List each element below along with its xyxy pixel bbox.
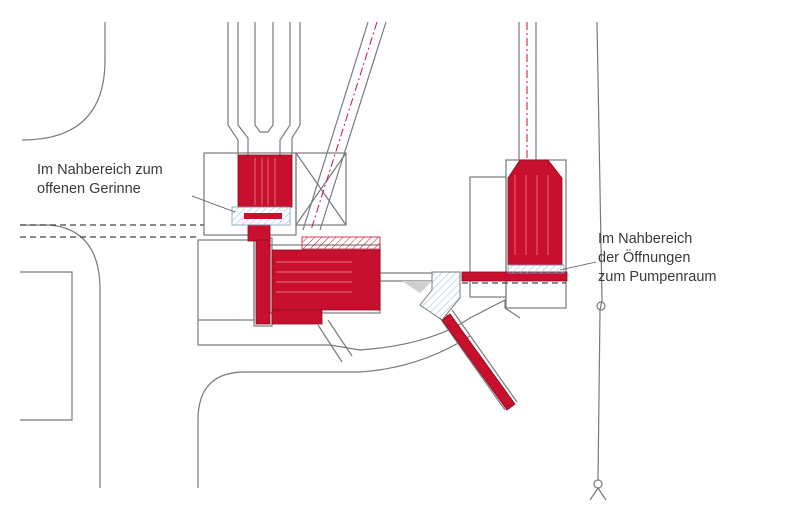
highlight-pump-main xyxy=(507,159,563,266)
building-lower-left xyxy=(197,239,255,321)
boundary-line-right xyxy=(596,21,603,481)
road-edge-upper-left xyxy=(21,22,106,141)
platform-outline xyxy=(197,299,521,351)
building-x-cross xyxy=(295,152,347,226)
pipe-top-right xyxy=(518,22,537,160)
inner-lines-main xyxy=(276,261,352,293)
hatch-zone-pump-opening xyxy=(419,271,461,321)
road-edge-lower-left xyxy=(20,224,101,488)
label-pump-room-line3: zum Pumpenraum xyxy=(598,269,717,285)
hatch-zone-red xyxy=(301,236,381,250)
inner-lines-pump xyxy=(514,175,549,255)
outlet-pipe-right xyxy=(439,309,518,411)
highlight-upper-stem xyxy=(247,224,271,242)
label-open-channel-line2: offenen Gerinne xyxy=(37,181,141,197)
label-open-channel: Im Nahbereich zum offenen Gerinne xyxy=(37,161,163,199)
highlight-strip xyxy=(255,239,271,325)
axis-line-diagonal xyxy=(310,21,378,231)
leader-line-left xyxy=(191,195,236,213)
label-open-channel-line1: Im Nahbereich zum xyxy=(37,162,163,178)
connector-pipe xyxy=(380,272,432,282)
hatch-zone-channel-red xyxy=(244,213,282,219)
boundary-end xyxy=(589,487,607,501)
grey-apron xyxy=(402,281,432,293)
channel-lines-top xyxy=(227,22,301,155)
outlet-pipe-left xyxy=(317,319,353,363)
label-pump-room-line1: Im Nahbereich xyxy=(598,231,693,247)
road-edge-lower xyxy=(197,335,471,488)
inner-lines-upper xyxy=(254,158,276,205)
road-block-left xyxy=(20,271,73,421)
boundary-marker-1 xyxy=(596,301,606,311)
leader-line-right xyxy=(559,261,597,271)
boundary-marker-2 xyxy=(593,479,603,489)
hatch-zone-pump xyxy=(507,264,565,274)
diagonal-pipe xyxy=(302,21,387,231)
highlight-main-block xyxy=(271,249,381,311)
label-pump-room-line2: der Öffnungen xyxy=(598,250,691,266)
highlight-upper-channel xyxy=(237,154,293,208)
label-pump-room: Im Nahbereich der Öffnungen zum Pumpenra… xyxy=(598,230,716,287)
highlight-outlet-pipe xyxy=(441,313,516,411)
highlight-lower-bar xyxy=(271,309,323,325)
